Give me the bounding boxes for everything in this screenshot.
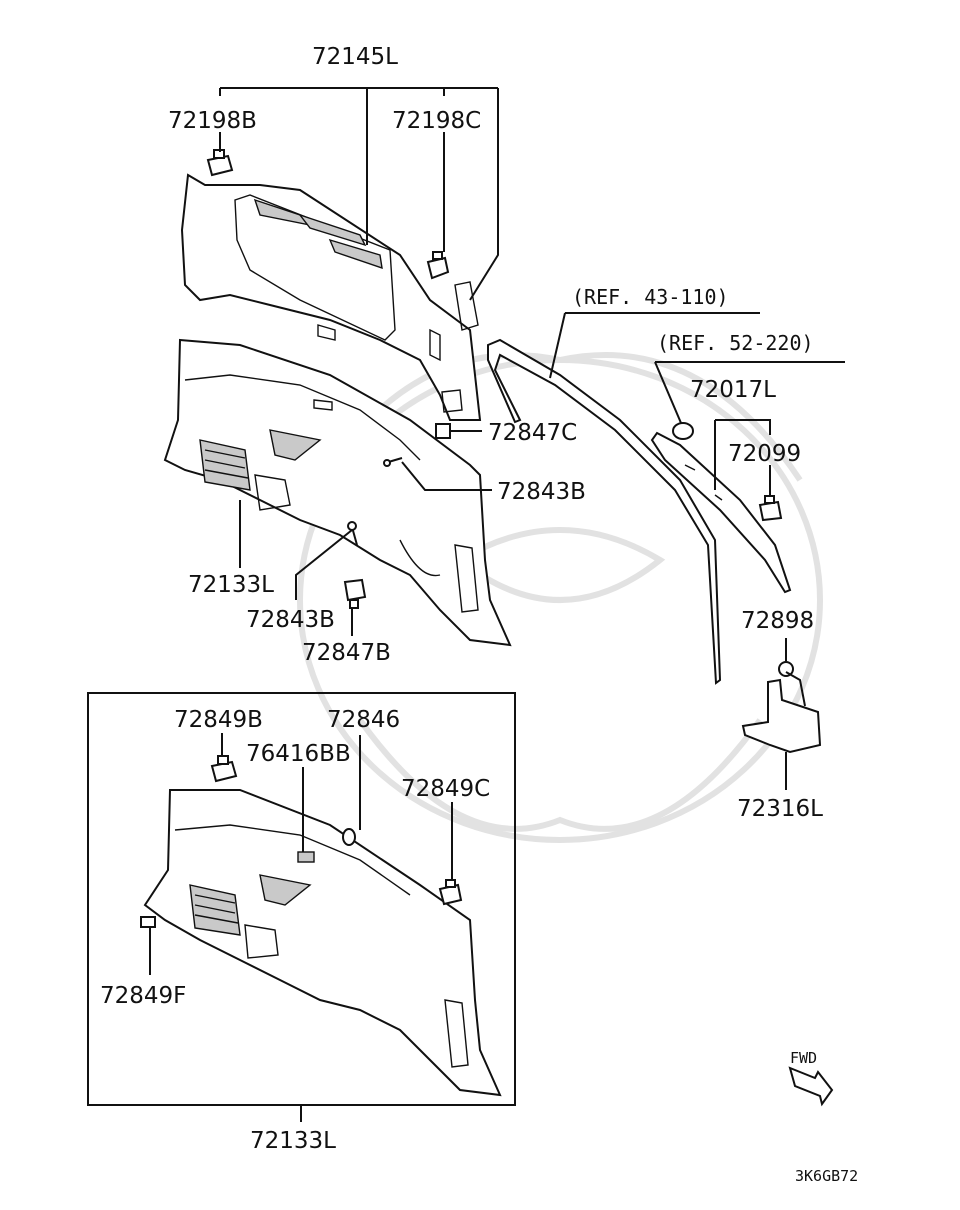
clip-72099-icon xyxy=(758,495,783,522)
clip-72846-icon xyxy=(342,828,356,846)
label-72849F: 72849F xyxy=(100,983,186,1009)
label-72133L-upper: 72133L xyxy=(188,572,274,598)
label-72847B: 72847B xyxy=(302,640,391,666)
clip-72198B-icon xyxy=(206,149,234,177)
screw-72843B-lower-icon xyxy=(347,521,358,546)
clip-72849B-icon xyxy=(210,755,238,783)
label-72198B: 72198B xyxy=(168,108,257,134)
label-72145L: 72145L xyxy=(312,44,398,70)
upper-quarter-trim-72145L xyxy=(180,173,482,421)
bracket-72316L xyxy=(741,678,822,754)
label-72133L-inset: 72133L xyxy=(250,1128,336,1154)
diagram-code: 3K6GB72 xyxy=(795,1167,858,1185)
clip-72898-icon xyxy=(778,661,794,677)
glass-molding-ref-43-110 xyxy=(487,338,722,685)
forward-arrow-icon xyxy=(788,1066,834,1107)
label-72898: 72898 xyxy=(741,608,814,634)
clip-72849C-icon xyxy=(438,879,463,906)
label-ref-52-220: (REF. 52-220) xyxy=(657,331,814,355)
label-72849C: 72849C xyxy=(401,776,490,802)
clip-72849F-icon xyxy=(140,916,156,928)
watermark-emblem xyxy=(297,352,823,843)
label-72847C: 72847C xyxy=(488,420,577,446)
leader-lines xyxy=(149,87,845,1122)
label-72843B-lower: 72843B xyxy=(246,607,335,633)
clip-72198C-icon xyxy=(426,251,450,280)
label-72099: 72099 xyxy=(728,441,801,467)
lower-quarter-trim-72133L xyxy=(163,338,512,647)
label-ref-43-110: (REF. 43-110) xyxy=(572,285,729,309)
label-76416BB: 76416BB xyxy=(246,741,351,767)
label-72843B-upper: 72843B xyxy=(497,479,586,505)
label-72198C: 72198C xyxy=(392,108,481,134)
label-72017L: 72017L xyxy=(690,377,776,403)
label-fwd: FWD xyxy=(790,1049,817,1067)
clip-ref-52-220-icon xyxy=(672,422,694,440)
pillar-trim-72017L xyxy=(650,431,792,594)
clip-72847B-icon xyxy=(343,578,367,609)
clip-72847C-icon xyxy=(435,423,451,439)
screw-72843B-upper-icon xyxy=(383,457,403,467)
label-72849B: 72849B xyxy=(174,707,263,733)
label-72316L: 72316L xyxy=(737,796,823,822)
label-72846: 72846 xyxy=(327,707,400,733)
inset-lower-quarter-trim xyxy=(143,789,502,1097)
